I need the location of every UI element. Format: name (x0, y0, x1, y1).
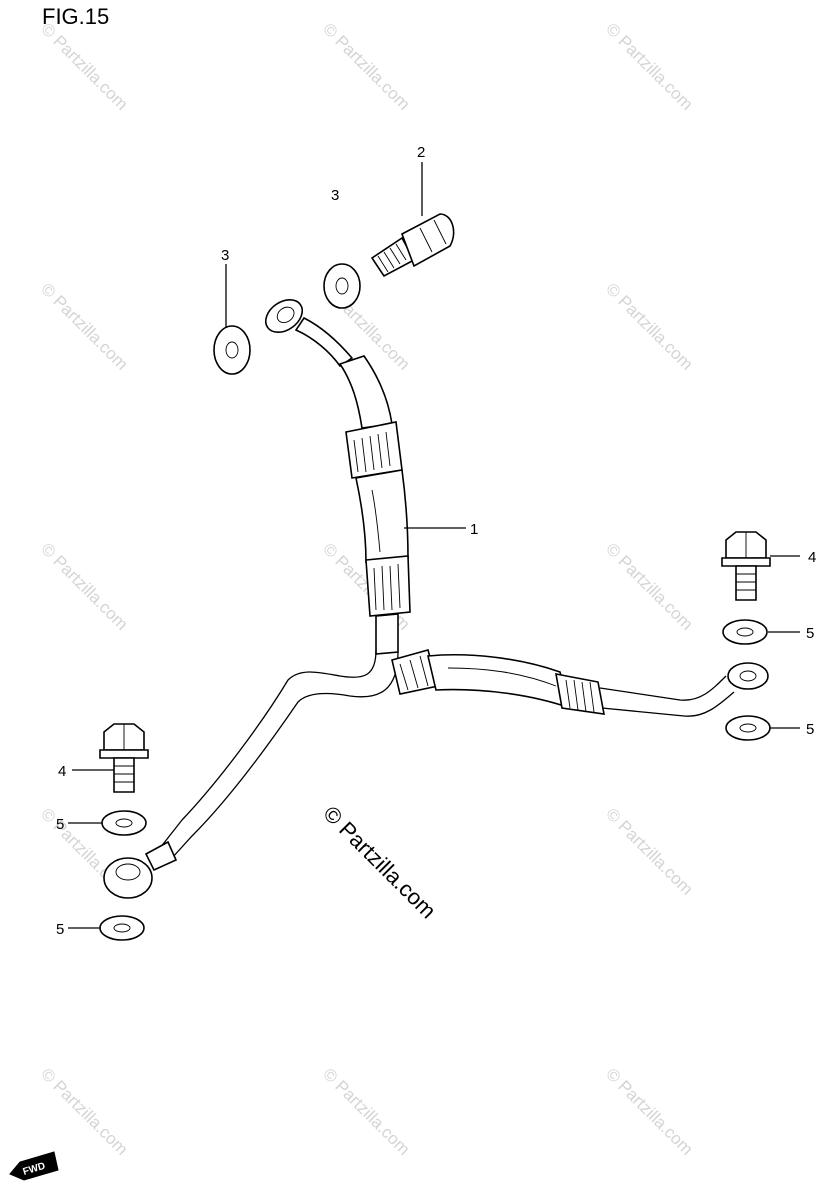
watermark: © Partzilla.com (37, 19, 131, 113)
callout-2: 2 (417, 144, 425, 161)
callout-4: 4 (58, 763, 66, 780)
callout-5: 5 (56, 921, 64, 938)
flange-bolt[interactable] (721, 531, 771, 601)
gasket-washer[interactable] (323, 263, 361, 309)
gasket-washer[interactable] (101, 810, 147, 836)
callout-4: 4 (808, 549, 816, 566)
callout-3: 3 (221, 247, 229, 264)
gasket-washer[interactable] (99, 915, 145, 941)
right-banjo-fitting[interactable] (727, 662, 769, 690)
watermark-grid: © Partzilla.com © Partzilla.com © Partzi… (37, 19, 696, 1158)
watermark: © Partzilla.com (602, 539, 696, 633)
watermark: © Partzilla.com (319, 1064, 413, 1158)
leader-lines (68, 162, 800, 929)
fwd-badge: FWD (9, 1151, 59, 1181)
flange-bolt[interactable] (99, 723, 149, 793)
gasket-washer[interactable] (213, 325, 251, 375)
callout-5: 5 (806, 721, 814, 738)
brake-hose[interactable] (103, 293, 769, 899)
gasket-washer[interactable] (725, 715, 771, 741)
union-bolt[interactable] (370, 213, 455, 278)
watermark: © Partzilla.com (319, 19, 413, 113)
watermark: © Partzilla.com (602, 804, 696, 898)
watermark: © Partzilla.com (602, 1064, 696, 1158)
callout-3: 3 (331, 187, 339, 204)
watermark: © Partzilla.com (37, 539, 131, 633)
watermark: © Partzilla.com (37, 1064, 131, 1158)
watermark: © Partzilla.com (602, 279, 696, 373)
callout-1: 1 (470, 521, 478, 538)
left-banjo-fitting[interactable] (103, 857, 153, 899)
figure-title: FIG.15 (42, 4, 109, 29)
watermark: © Partzilla.com (37, 279, 131, 373)
gasket-washer[interactable] (722, 619, 768, 645)
callout-5: 5 (806, 625, 814, 642)
watermark: © Partzilla.com (602, 19, 696, 113)
callout-5: 5 (56, 816, 64, 833)
center-watermark: © Partzilla.com (318, 801, 441, 924)
